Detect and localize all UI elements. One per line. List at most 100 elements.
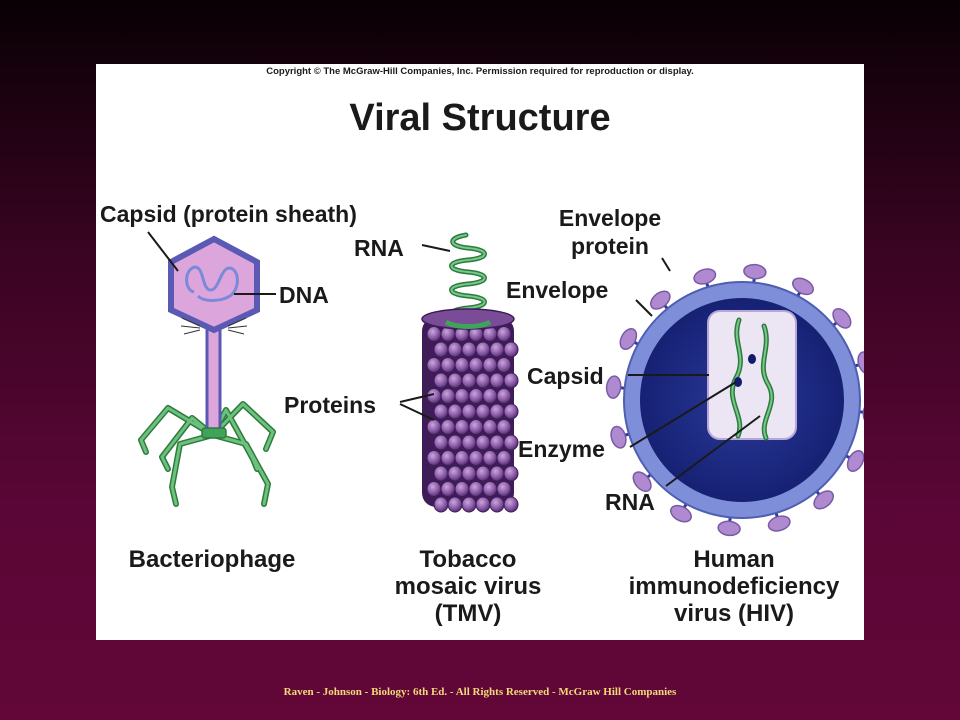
hiv-envelope-protein-leader-line bbox=[661, 257, 671, 272]
hiv-capsid-label: Capsid bbox=[527, 363, 604, 389]
hiv-envelope-label: Envelope bbox=[506, 277, 608, 303]
tmv-protein-subunit bbox=[447, 434, 463, 451]
hiv-envelope-protein-knob bbox=[862, 401, 864, 425]
tmv-protein-subunit bbox=[433, 341, 449, 358]
tmv-name-line-3: (TMV) bbox=[435, 600, 502, 627]
tmv-protein-subunit bbox=[496, 481, 512, 497]
hiv-envelope-leader-line bbox=[635, 299, 653, 317]
tmv-protein-subunit bbox=[433, 496, 449, 513]
phage-dna-label: DNA bbox=[279, 282, 329, 308]
hiv-name-line-3: virus (HIV) bbox=[674, 600, 794, 627]
copyright-notice: Copyright © The McGraw-Hill Companies, I… bbox=[266, 66, 694, 77]
tmv-protein-subunit bbox=[426, 481, 442, 497]
tmv-protein-subunit bbox=[496, 419, 512, 435]
bacteriophage-illustration bbox=[138, 231, 276, 507]
tmv-protein-subunit bbox=[454, 388, 470, 404]
tmv-protein-subunit bbox=[503, 372, 519, 389]
tmv-protein-subunit bbox=[489, 496, 505, 513]
bacteriophage-name: Bacteriophage bbox=[129, 546, 296, 573]
hiv-illustration bbox=[605, 257, 864, 537]
hiv-envelope-protein-knob bbox=[813, 490, 835, 510]
tmv-protein-subunit bbox=[482, 481, 498, 497]
tmv-protein-subunit bbox=[461, 496, 477, 513]
tmv-protein-subunit bbox=[454, 419, 470, 435]
tmv-protein-subunit bbox=[475, 496, 491, 513]
phage-baseplate bbox=[201, 427, 227, 439]
phage-head-capsid bbox=[168, 235, 260, 334]
tmv-protein-subunits bbox=[426, 326, 519, 513]
hiv-envelope-protein-label-line-2: protein bbox=[571, 233, 649, 259]
hiv-name-line-2: immunodeficiency bbox=[629, 573, 840, 600]
tmv-protein-subunit bbox=[461, 434, 477, 451]
tmv-protein-subunit bbox=[496, 326, 512, 342]
hiv-enzyme-leader-line bbox=[629, 381, 737, 448]
tmv-protein-subunit bbox=[475, 465, 491, 482]
tmv-protein-subunit bbox=[433, 434, 449, 451]
hiv-envelope-protein-knob bbox=[605, 375, 622, 399]
tmv-protein-subunit bbox=[440, 481, 456, 497]
tmv-protein-subunit bbox=[489, 465, 505, 482]
hiv-envelope-protein-knob bbox=[832, 307, 852, 329]
tmv-protein-subunit bbox=[468, 419, 484, 435]
tmv-protein-subunit bbox=[489, 434, 505, 451]
hiv-envelope-protein-knob bbox=[669, 504, 692, 523]
tmv-protein-subunit bbox=[426, 357, 442, 373]
tmv-protein-subunit bbox=[475, 341, 491, 358]
tmv-protein-subunit bbox=[447, 341, 463, 358]
diagram-slide: Copyright © The McGraw-Hill Companies, I… bbox=[96, 64, 864, 640]
hiv-enzyme-dot-1 bbox=[748, 354, 756, 364]
tmv-protein-subunit bbox=[426, 326, 442, 342]
phage-dna-coil bbox=[185, 265, 239, 302]
phage-capsid-label: Capsid (protein sheath) bbox=[100, 201, 357, 227]
hiv-enzyme-label: Enzyme bbox=[518, 436, 605, 462]
tmv-protein-subunit bbox=[496, 450, 512, 466]
tmv-protein-subunit bbox=[482, 450, 498, 466]
tmv-proteins-label: Proteins bbox=[284, 392, 376, 418]
tmv-protein-subunit bbox=[440, 388, 456, 404]
tmv-protein-subunit bbox=[447, 465, 463, 482]
tmv-protein-subunit bbox=[461, 372, 477, 389]
hiv-rna-label: RNA bbox=[605, 489, 655, 515]
tmv-protein-subunit bbox=[454, 450, 470, 466]
tmv-rna-leader-line bbox=[421, 244, 451, 252]
tmv-protein-subunit bbox=[489, 341, 505, 358]
tmv-protein-subunit bbox=[496, 388, 512, 404]
hiv-envelope-protein-knob bbox=[693, 268, 717, 285]
tmv-protein-subunit bbox=[489, 372, 505, 389]
phage-tail-sheath bbox=[205, 320, 222, 436]
tmv-rna-front bbox=[444, 319, 492, 329]
tmv-protein-subunit bbox=[440, 419, 456, 435]
tmv-protein-subunit bbox=[454, 481, 470, 497]
tmv-protein-subunit bbox=[503, 434, 519, 451]
hiv-enzyme-dot-2 bbox=[734, 377, 742, 387]
tmv-protein-subunit bbox=[433, 403, 449, 420]
hiv-capsid bbox=[707, 310, 797, 440]
tmv-name-line-1: Tobacco bbox=[420, 546, 517, 573]
tmv-protein-subunit bbox=[433, 372, 449, 389]
tmv-protein-subunit bbox=[440, 450, 456, 466]
capsid-leader-line bbox=[147, 231, 179, 272]
tmv-protein-subunit bbox=[433, 465, 449, 482]
hiv-envelope-protein-knob bbox=[610, 425, 627, 449]
hiv-envelope-protein-knob bbox=[649, 290, 671, 310]
footer-credit: Raven - Johnson - Biology: 6th Ed. - All… bbox=[283, 686, 677, 698]
tmv-protein-subunit bbox=[447, 372, 463, 389]
phage-tail-fibers-highlight bbox=[139, 402, 275, 506]
page-title: Viral Structure bbox=[349, 97, 610, 139]
tmv-protein-subunit bbox=[496, 357, 512, 373]
tmv-protein-subunit bbox=[503, 403, 519, 420]
viral-structure-diagram: Copyright © The McGraw-Hill Companies, I… bbox=[100, 66, 864, 627]
hiv-envelope-protein-knob bbox=[717, 520, 741, 537]
tmv-protein-subunit bbox=[503, 496, 519, 513]
tmv-protein-subunit bbox=[468, 450, 484, 466]
tmv-protein-subunit bbox=[440, 357, 456, 373]
tmv-protein-subunit bbox=[475, 434, 491, 451]
hiv-envelope-protein-label-line-1: Envelope bbox=[559, 205, 661, 231]
tmv-protein-subunit bbox=[503, 465, 519, 482]
hiv-envelope-protein-knob bbox=[767, 515, 791, 532]
tmv-protein-subunit bbox=[482, 388, 498, 404]
hiv-envelope-protein-knob bbox=[632, 471, 652, 493]
hiv-envelope-protein-knob bbox=[792, 277, 815, 296]
tmv-protein-subunit bbox=[461, 341, 477, 358]
tmv-protein-subunit bbox=[447, 403, 463, 420]
